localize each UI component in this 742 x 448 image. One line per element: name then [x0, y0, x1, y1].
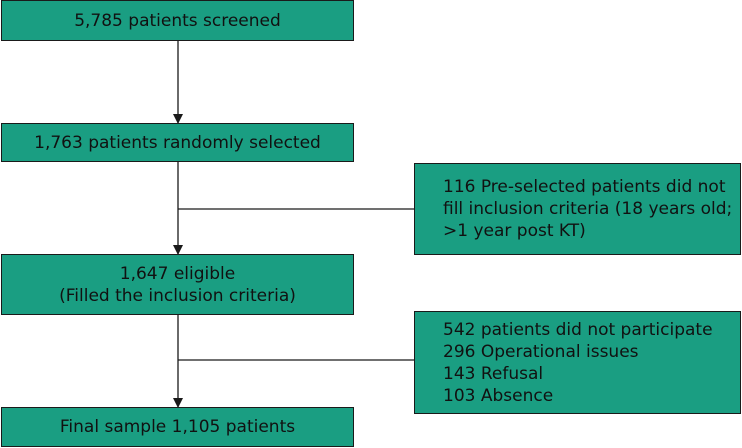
eligible-box: 1,647 eligible (Filled the inclusion cri…	[1, 254, 354, 315]
randomly-selected-box: 1,763 patients randomly selected	[1, 123, 354, 162]
excluded-line: >1 year post KT)	[443, 221, 586, 241]
excluded-line: 116 Pre-selected patients did not	[443, 177, 726, 197]
randomly-selected-text: 1,763 patients randomly selected	[34, 132, 321, 153]
screened-box: 5,785 patients screened	[1, 0, 354, 41]
not-participating-line: 296 Operational issues	[443, 341, 639, 362]
not-participating-line: 542 patients did not participate	[443, 319, 713, 340]
eligible-line: 1,647 eligible	[119, 263, 236, 284]
excluded-box: 116 Pre-selected patients did not fill i…	[414, 163, 741, 255]
excluded-line: fill inclusion criteria (18 years old;	[443, 199, 733, 219]
eligible-line: (Filled the inclusion criteria)	[59, 285, 296, 306]
not-participating-line: 143 Refusal	[443, 363, 544, 384]
not-participating-line: 103 Absence	[443, 385, 554, 406]
screened-text: 5,785 patients screened	[74, 10, 281, 31]
final-sample-text: Final sample 1,105 patients	[59, 417, 296, 437]
final-sample-box: Final sample 1,105 patients	[1, 407, 354, 447]
not-participating-box: 542 patients did not participate 296 Ope…	[414, 311, 741, 414]
